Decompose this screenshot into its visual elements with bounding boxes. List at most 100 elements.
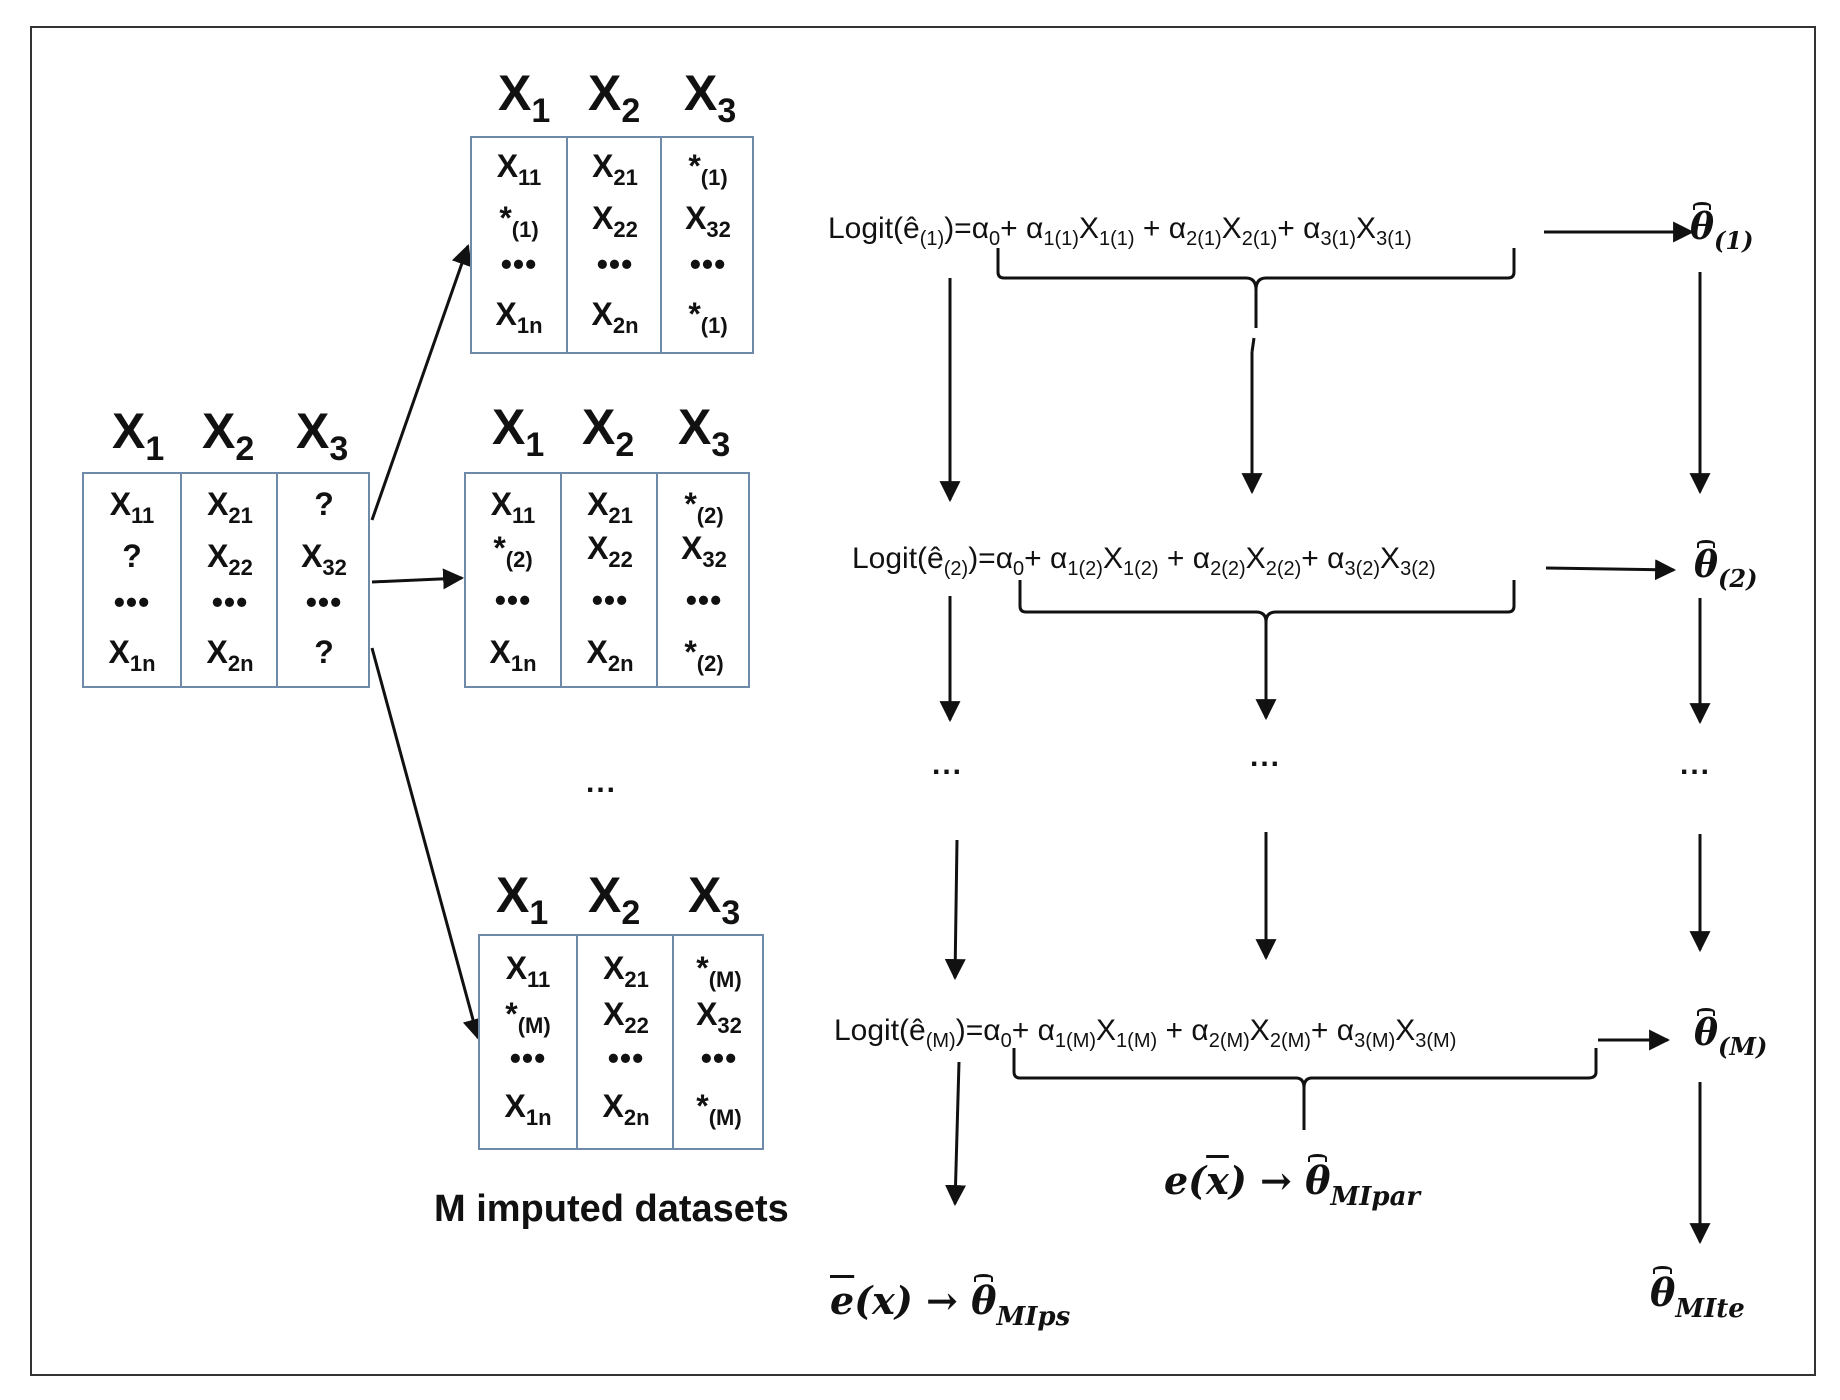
column-x3: *(2) X32 ••• *(2) <box>656 474 750 686</box>
cell: X32 <box>301 538 347 580</box>
column-x1: X11 *(2) ••• X1n <box>466 474 560 686</box>
cell: ? <box>122 538 142 574</box>
cell: ••• <box>596 246 634 282</box>
cell: ••• <box>494 582 532 618</box>
logit-equation-2: Logit(ê(2))=α0+ α1(2)X1(2) + α2(2)X2(2)+… <box>852 542 1436 580</box>
right-column-ellipsis: ... <box>1680 748 1712 781</box>
header-x2-original: X2 <box>202 403 255 468</box>
header-x1-dataset-2: X1 <box>492 399 545 464</box>
column-x2: X21 X22 ••• X2n <box>560 474 658 686</box>
cell: X2n <box>206 634 254 676</box>
cell: *(1) <box>688 296 728 338</box>
formula-mipar: e(x) → θMIpar <box>1164 1154 1421 1212</box>
left-column-ellipsis: ... <box>932 748 964 781</box>
cell: ••• <box>211 584 249 620</box>
original-dataset-table: X11 ? ••• X1n X21 X22 ••• X2n ? X32 ••• … <box>82 472 370 688</box>
header-x1-dataset-1: X1 <box>498 65 551 130</box>
cell: X21 <box>207 486 253 528</box>
column-x2: X21 X22 ••• X2n <box>576 936 674 1148</box>
cell: X2n <box>602 1088 650 1130</box>
column-x1: X11 *(M) ••• X1n <box>480 936 576 1148</box>
header-x3-dataset-2: X3 <box>678 399 731 464</box>
cell: ••• <box>607 1040 645 1076</box>
logit-equation-1: Logit(ê(1))=α0+ α1(1)X1(1) + α2(1)X2(1)+… <box>828 212 1412 250</box>
arrow-to-dataset-2 <box>371 568 465 590</box>
cell: X11 <box>109 486 155 528</box>
header-x1-original: X1 <box>112 403 165 468</box>
theta-hat-m: θ(M) <box>1694 1008 1768 1061</box>
cell: ••• <box>113 584 151 620</box>
arrow-eq2-theta2 <box>1545 559 1677 581</box>
cell: ••• <box>305 584 343 620</box>
brace-eq1-stem-b <box>1250 337 1256 353</box>
cell: *(2) <box>684 486 724 528</box>
cell: X1n <box>495 296 543 338</box>
arrow-left-4 <box>945 1061 967 1207</box>
cell: ••• <box>509 1040 547 1076</box>
brace-eqm <box>1012 1048 1598 1089</box>
arrow-to-dataset-1 <box>370 244 472 521</box>
cell: X32 <box>685 200 731 242</box>
cell: X21 <box>592 148 638 190</box>
theta-hat-2: θ(2) <box>1694 540 1758 593</box>
cell: ••• <box>700 1040 738 1076</box>
column-x2: X21 X22 ••• X2n <box>180 474 278 686</box>
arrow-to-dataset-m <box>370 647 484 1041</box>
cell: X21 <box>603 950 649 992</box>
cell: ? <box>314 486 334 522</box>
imputed-dataset-table-1: X11 *(1) ••• X1n X21 X22 ••• X2n *(1) X3… <box>470 136 754 354</box>
column-x1: X11 ? ••• X1n <box>84 474 180 686</box>
cell: X11 <box>496 148 542 190</box>
cell: X2n <box>586 634 634 676</box>
arrow-left-3 <box>944 839 966 981</box>
cell: *(M) <box>696 1088 742 1130</box>
cell: X2n <box>591 296 639 338</box>
cell: X22 <box>207 538 253 580</box>
header-x1-dataset-m: X1 <box>496 867 549 932</box>
cell: *(2) <box>493 530 533 572</box>
header-x3-dataset-m: X3 <box>688 867 741 932</box>
cell: *(1) <box>499 200 539 242</box>
cell: X22 <box>592 200 638 242</box>
cell: *(2) <box>684 634 724 676</box>
formula-mips: e(x) → θMIps <box>830 1274 1071 1332</box>
column-x3: *(M) X32 ••• *(M) <box>672 936 764 1148</box>
header-x3-dataset-1: X3 <box>684 65 737 130</box>
cell: ••• <box>591 582 629 618</box>
cell: *(1) <box>688 148 728 190</box>
cell: X1n <box>489 634 537 676</box>
cell: X22 <box>587 530 633 572</box>
middle-column-ellipsis: ... <box>1250 740 1282 773</box>
column-x3: ? X32 ••• ? <box>276 474 370 686</box>
cell: X11 <box>490 486 536 528</box>
column-x2: X21 X22 ••• X2n <box>566 138 662 352</box>
header-x2-dataset-m: X2 <box>588 867 641 932</box>
header-x2-dataset-1: X2 <box>588 65 641 130</box>
cell: X32 <box>696 996 742 1038</box>
imputed-dataset-table-2: X11 *(2) ••• X1n X21 X22 ••• X2n *(2) X3… <box>464 472 750 688</box>
column-x1: X11 *(1) ••• X1n <box>472 138 566 352</box>
header-x2-dataset-2: X2 <box>582 399 635 464</box>
cell: X22 <box>603 996 649 1038</box>
formula-mite: θMIte <box>1650 1266 1745 1324</box>
datasets-ellipsis: ... <box>586 766 618 799</box>
cell: *(M) <box>505 996 551 1038</box>
column-x3: *(1) X32 ••• *(1) <box>660 138 754 352</box>
cell: ••• <box>685 582 723 618</box>
cell: ••• <box>500 246 538 282</box>
imputed-dataset-table-m: X11 *(M) ••• X1n X21 X22 ••• X2n *(M) X3… <box>478 934 764 1150</box>
figure-frame <box>30 26 1816 1376</box>
cell: X11 <box>505 950 551 992</box>
cell: ••• <box>689 246 727 282</box>
cell: X32 <box>681 530 727 572</box>
logit-equation-m: Logit(ê(M))=α0+ α1(M)X1(M) + α2(M)X2(M)+… <box>834 1014 1457 1052</box>
theta-hat-1: θ(1) <box>1690 202 1754 255</box>
cell: *(M) <box>696 950 742 992</box>
header-x3-original: X3 <box>296 403 349 468</box>
cell: ? <box>314 634 334 670</box>
cell: X1n <box>504 1088 552 1130</box>
cell: X21 <box>587 486 633 528</box>
caption-m-imputed-datasets: M imputed datasets <box>434 1188 789 1230</box>
brace-eq2 <box>1018 580 1516 623</box>
